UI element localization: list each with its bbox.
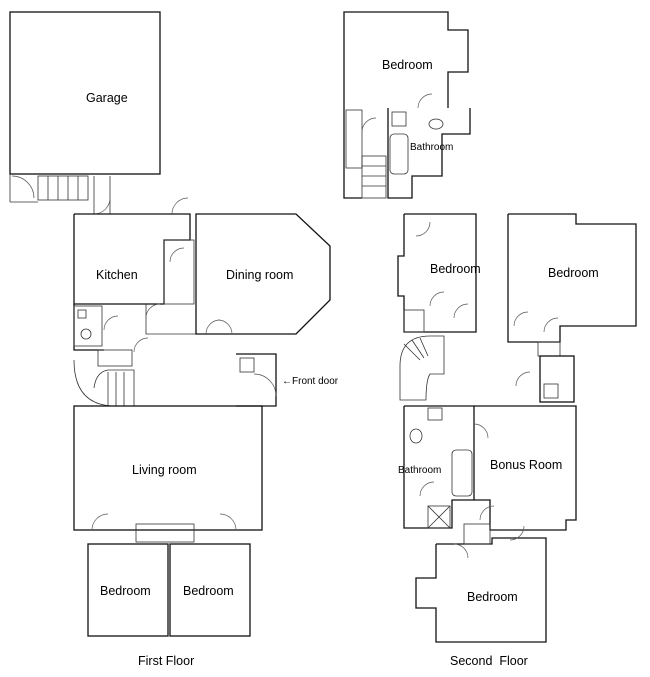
second-floor-caption: Second Floor xyxy=(450,654,528,668)
garage-outline xyxy=(9,11,161,175)
half-bath xyxy=(73,305,103,347)
first-floor-plan: Garage Kitchen Dining room Living room B… xyxy=(9,11,339,668)
toilet-icon xyxy=(409,428,423,444)
toilet-icon xyxy=(428,118,444,130)
bedroom-bottom-label: Bedroom xyxy=(467,590,518,604)
bathtub-icon xyxy=(389,133,409,175)
toilet-icon xyxy=(80,328,92,340)
second-floor-plan: Bedroom Bathroom Bedroom Bedroom Bathroo… xyxy=(343,11,637,668)
living-room-label: Living room xyxy=(132,463,197,477)
bedroom-bottom-outline xyxy=(415,537,547,643)
bedroom-right-outline xyxy=(169,543,251,637)
bedroom-mid-right-label: Bedroom xyxy=(548,266,599,280)
living-room-outline xyxy=(73,405,263,531)
bedroom-mid-left-outline xyxy=(397,213,477,333)
bathroom-bottom-label: Bathroom xyxy=(398,465,441,476)
bonus-room-label: Bonus Room xyxy=(490,458,562,472)
bedroom-top-outline xyxy=(343,11,469,108)
bedroom-left-outline xyxy=(87,543,169,637)
bedroom-right-label: Bedroom xyxy=(183,584,234,598)
dining-room-label: Dining room xyxy=(226,268,293,282)
first-floor-caption: First Floor xyxy=(138,654,194,668)
garage-label: Garage xyxy=(86,91,128,105)
bathtub-icon xyxy=(451,449,473,497)
first-floor-stairs xyxy=(73,359,135,407)
garage-door-swing xyxy=(11,175,35,199)
dining-room-outline xyxy=(195,213,331,335)
bonus-room-outline xyxy=(474,405,577,531)
kitchen-label: Kitchen xyxy=(96,268,138,282)
garage-stairs xyxy=(37,175,89,201)
bedroom-top-label: Bedroom xyxy=(382,58,433,72)
bathroom-top-label: Bathroom xyxy=(410,142,453,153)
pantry xyxy=(163,239,195,305)
front-door-label: ←Front door xyxy=(282,376,339,387)
bedroom-mid-right-outline xyxy=(507,213,637,343)
second-floor-stairs xyxy=(399,335,445,401)
kitchen-outline xyxy=(73,213,191,305)
bedroom-mid-left-label: Bedroom xyxy=(430,262,481,276)
front-door-swing xyxy=(253,373,277,397)
sink-icon xyxy=(77,309,87,319)
second-floor-stairs-top xyxy=(361,155,387,199)
bedroom-left-label: Bedroom xyxy=(100,584,151,598)
fireplace xyxy=(135,523,195,543)
